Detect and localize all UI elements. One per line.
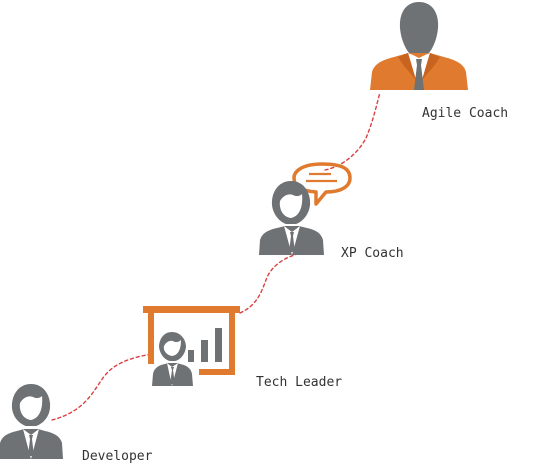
tie: [28, 435, 34, 456]
head: [399, 2, 439, 54]
person-icon: [152, 332, 193, 386]
tech-leader-icon: [143, 306, 240, 386]
face: [279, 194, 303, 218]
agile-coach-label: Agile Coach: [422, 106, 509, 121]
path-connectors: [51, 91, 381, 421]
connector-developer-to-tech-leader: [51, 353, 153, 421]
board-top-bar: [143, 306, 240, 313]
person-icon: [259, 181, 324, 255]
tech-leader-label: Tech Leader: [256, 375, 343, 390]
lapel-right: [422, 53, 440, 80]
face: [19, 396, 43, 420]
xp-coach-label: XP Coach: [341, 246, 404, 261]
xp-coach-icon: [259, 162, 352, 255]
lapel-left: [398, 53, 416, 80]
speech-bubble-icon: [292, 162, 352, 206]
tie: [289, 232, 295, 252]
board-bottom-bar: [199, 369, 235, 375]
developer-icon: [0, 384, 63, 459]
bar-chart-icon: [188, 328, 222, 362]
agile-coach-icon: [370, 2, 468, 90]
connector-xp-coach-to-agile-coach: [324, 91, 381, 171]
face: [163, 340, 181, 356]
tie: [414, 59, 424, 90]
tie: [170, 367, 175, 384]
board-left-post: [148, 313, 154, 364]
connector-tech-leader-to-xp-coach: [239, 253, 299, 314]
developer-label: Developer: [82, 449, 153, 464]
board-right-post: [229, 313, 235, 375]
